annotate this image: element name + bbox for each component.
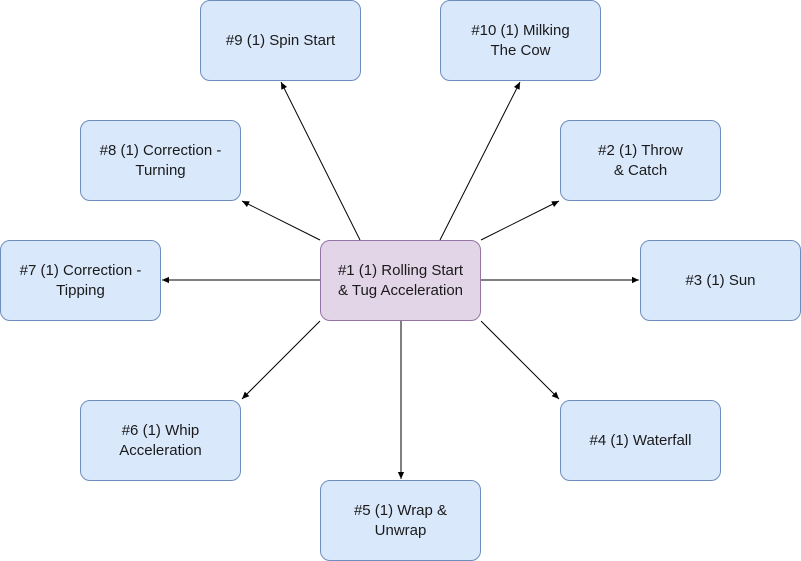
edge-center-to-n4	[480, 320, 560, 400]
node-correction-turning[interactable]: #8 (1) Correction - Turning	[80, 120, 241, 201]
edge-center-to-n10	[439, 81, 521, 241]
edge-center-to-n9	[280, 81, 361, 241]
edge-center-to-n8	[241, 200, 321, 241]
node-whip-acceleration[interactable]: #6 (1) Whip Acceleration	[80, 400, 241, 481]
edge-center-to-n2	[480, 200, 560, 241]
edges	[162, 81, 639, 479]
node-throw-catch[interactable]: #2 (1) Throw & Catch	[560, 120, 721, 201]
node-milking-the-cow[interactable]: #10 (1) Milking The Cow	[440, 0, 601, 81]
node-sun[interactable]: #3 (1) Sun	[640, 240, 801, 321]
edge-center-to-n6	[241, 320, 321, 400]
node-waterfall[interactable]: #4 (1) Waterfall	[560, 400, 721, 481]
node-wrap-unwrap[interactable]: #5 (1) Wrap & Unwrap	[320, 480, 481, 561]
node-spin-start[interactable]: #9 (1) Spin Start	[200, 0, 361, 81]
node-correction-tipping[interactable]: #7 (1) Correction - Tipping	[0, 240, 161, 321]
node-rolling-start[interactable]: #1 (1) Rolling Start & Tug Acceleration	[320, 240, 481, 321]
